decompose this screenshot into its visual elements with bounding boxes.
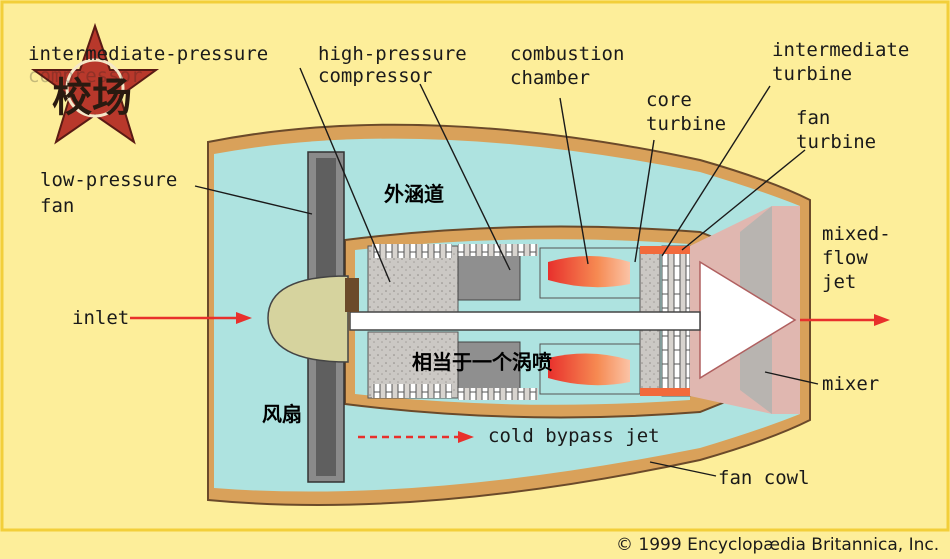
label-mixed-flow-2: flow [822,247,868,269]
label-low-pressure-2: fan [40,195,75,217]
bypass-arrow-head [458,431,474,443]
label-fan-turbine-2: turbine [796,131,877,153]
copyright-notice: © 1999 Encyclopædia Britannica, Inc. [616,535,940,555]
blade-row [372,384,452,398]
label-intermediate-turbine-2: turbine [772,63,853,85]
label-high-pressure-2: compressor [318,65,433,87]
label-combustion-2: chamber [510,67,591,89]
blade-row [372,244,452,258]
flame-bottom [548,353,630,386]
turbine-hot-gas [640,246,700,254]
leader-lines [194,67,819,477]
fan-hub [345,278,359,312]
main-shaft [349,311,701,331]
label-fan-turbine-1: fan [796,107,831,129]
high-pressure-compressor-top [457,249,521,301]
label-core-turbine-2: turbine [646,113,727,135]
label-low-pressure-1: low-pressure [40,169,178,191]
label-cold-bypass: cold bypass jet [488,425,660,447]
watermark-logo-text: 校场 [52,75,132,121]
label-fan-cowl: fan cowl [718,467,810,489]
label-mixed-flow-1: mixed- [822,223,891,245]
logo-ring [65,58,125,118]
label-combustion-1: combustion [510,43,625,65]
flame-top [548,256,630,288]
inlet-arrow-head [236,312,252,324]
annotation-core-engine: 相当于一个涡喷 [412,350,552,374]
label-mixer: mixer [822,373,880,395]
label-inlet: inlet [72,307,130,329]
jet-arrow-head [874,314,890,326]
label-core-turbine-1: core [646,89,692,111]
annotation-bypass-duct: 外涵道 [384,182,444,206]
label-high-pressure-1: high-pressure [318,43,467,65]
label-intermediate-turbine-1: intermediate [772,39,910,61]
spinner [267,275,349,363]
label-intermediate-pressure: intermediate-pressure [28,43,269,65]
turbine-hot-gas [640,388,700,396]
blade-row [458,388,538,400]
label-intermediate-pressure-2: compressor [28,65,143,87]
annotation-fan: 风扇 [262,402,302,426]
blade-row [458,244,538,256]
watermark-logo [30,22,160,145]
label-mixed-flow-3: jet [822,271,857,293]
